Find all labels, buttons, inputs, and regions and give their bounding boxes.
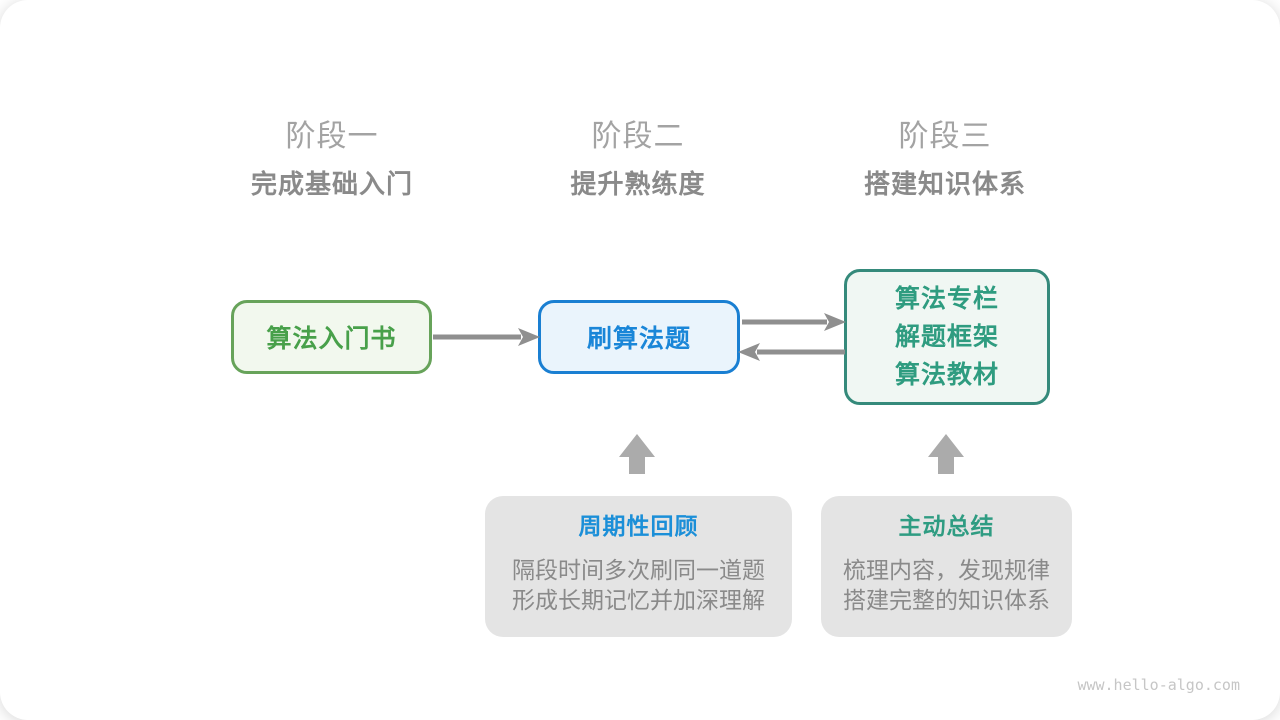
resource-line-columns: 算法专栏 [894, 285, 999, 313]
stage-1-subtitle: 完成基础入门 [250, 169, 413, 199]
stage-3-header: 阶段三 搭建知识体系 [805, 118, 1085, 200]
arrow-practice-to-resources-icon [742, 313, 846, 331]
note-active-summary: 主动总结 梳理内容，发现规律 搭建完整的知识体系 [821, 496, 1072, 637]
stage-1-header: 阶段一 完成基础入门 [192, 118, 472, 200]
note-periodic-review-line-2: 形成长期记忆并加深理解 [512, 587, 765, 613]
stage-2-subtitle: 提升熟练度 [570, 169, 706, 199]
watermark: www.hello-algo.com [1077, 676, 1240, 694]
node-intro-book: 算法入门书 [231, 300, 432, 374]
resource-line-textbooks: 算法教材 [894, 361, 999, 389]
stage-2-label: 阶段二 [591, 120, 685, 153]
stage-1-label: 阶段一 [285, 120, 379, 153]
note-periodic-review-title: 周期性回顾 [578, 513, 699, 539]
node-practice-problems: 刷算法题 [538, 300, 740, 374]
note-periodic-review: 周期性回顾 隔段时间多次刷同一道题 形成长期记忆并加深理解 [485, 496, 792, 637]
up-arrow-summary-icon [928, 434, 964, 474]
up-arrow-review-icon [619, 434, 655, 474]
resource-line-frameworks: 解题框架 [894, 323, 999, 351]
note-periodic-review-line-1: 隔段时间多次刷同一道题 [512, 557, 765, 583]
stage-3-subtitle: 搭建知识体系 [863, 169, 1026, 199]
note-active-summary-line-1: 梳理内容，发现规律 [843, 557, 1050, 583]
stage-3-label: 阶段三 [898, 120, 992, 153]
stage-2-header: 阶段二 提升熟练度 [498, 118, 778, 200]
node-advanced-resources: 算法专栏 解题框架 算法教材 [844, 269, 1050, 405]
note-active-summary-line-2: 搭建完整的知识体系 [843, 587, 1050, 613]
node-intro-book-label: 算法入门书 [266, 325, 397, 353]
arrow-resources-to-practice-icon [738, 343, 845, 361]
note-active-summary-body: 梳理内容，发现规律 搭建完整的知识体系 [821, 555, 1072, 615]
arrow-book-to-practice-icon [433, 328, 540, 346]
note-periodic-review-body: 隔段时间多次刷同一道题 形成长期记忆并加深理解 [485, 555, 792, 615]
note-active-summary-title: 主动总结 [898, 513, 995, 539]
node-practice-problems-label: 刷算法题 [586, 325, 691, 353]
